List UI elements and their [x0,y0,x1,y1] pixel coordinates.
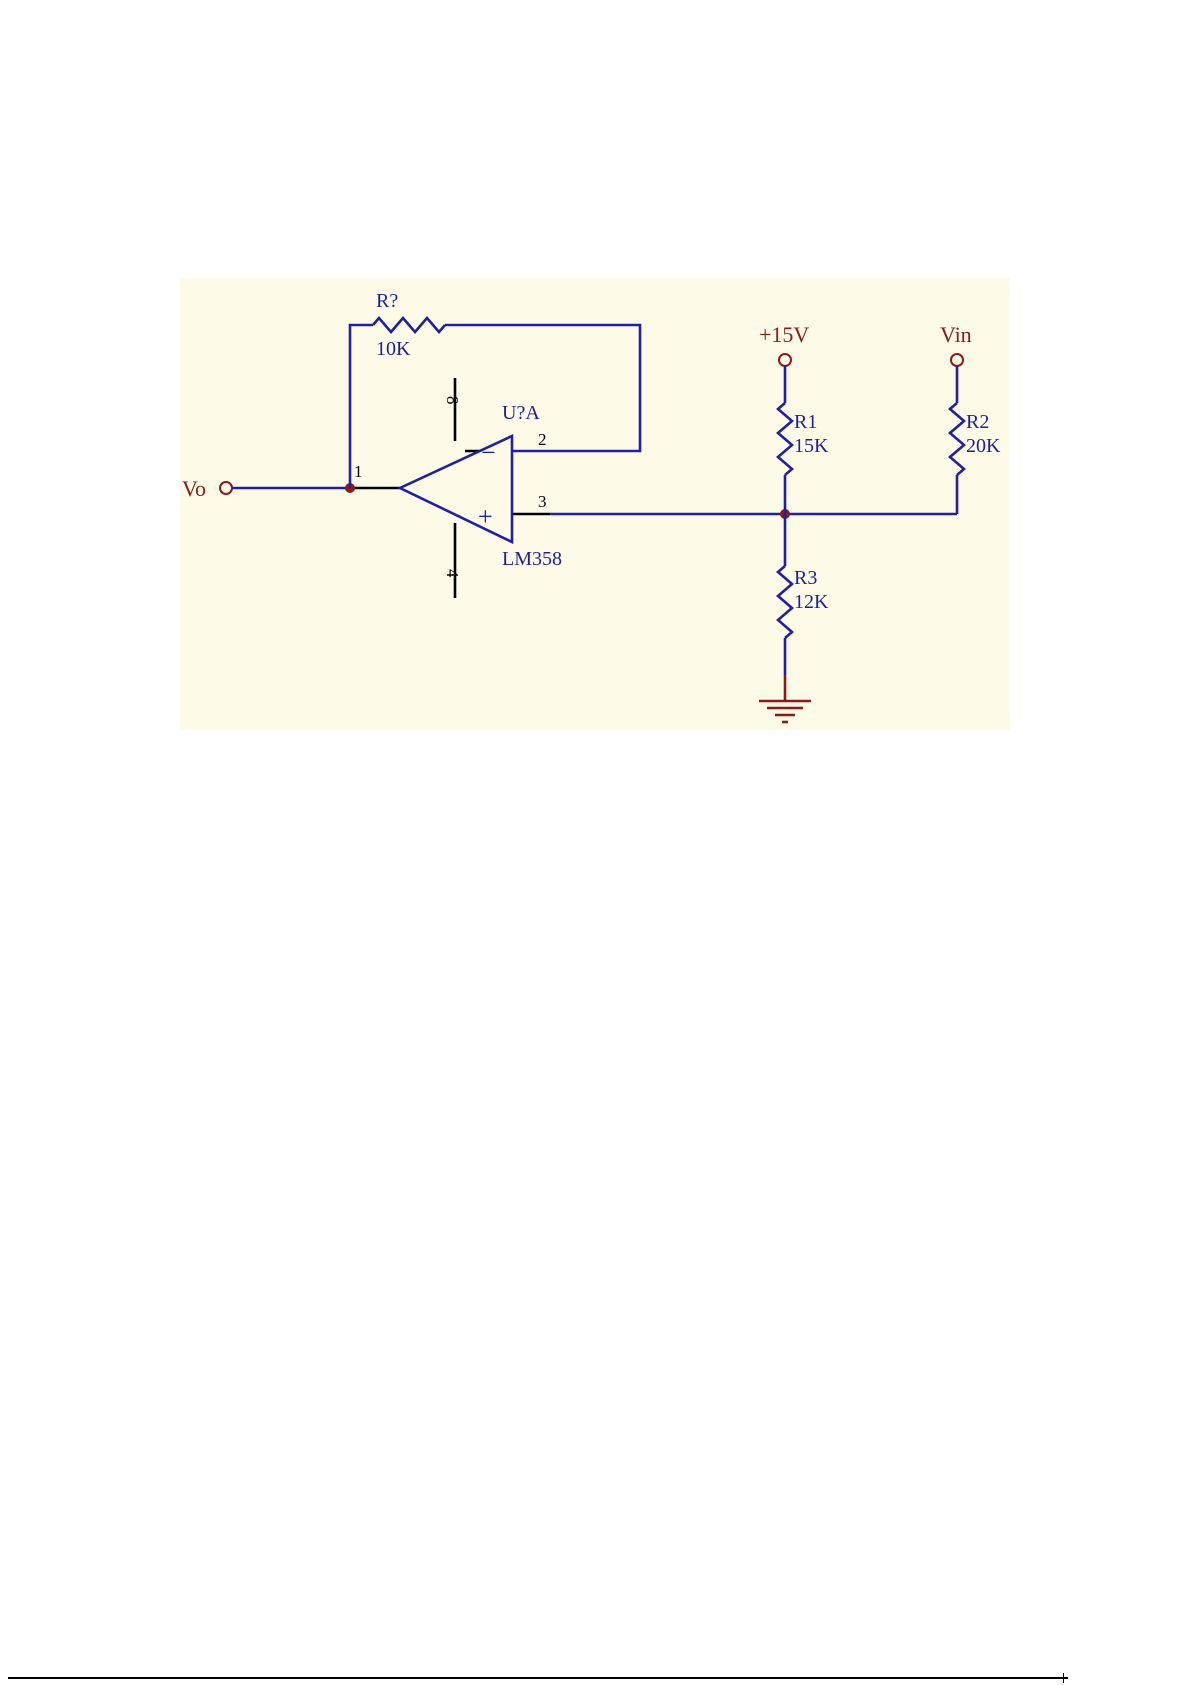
pin-4-label: 4 [443,569,462,578]
page-footer-tick [1063,1673,1064,1683]
feedback-resistor-value: 10K [376,338,411,360]
r3-designator: R3 [794,567,817,589]
noninverting-symbol: + [478,502,493,531]
feedback-resistor-designator: R? [376,290,398,312]
vcc-terminal-icon [779,354,791,366]
vin-terminal-icon [951,354,963,366]
schematic-background [180,278,1010,730]
page-footer-rule [8,1677,1068,1679]
r2-value: 20K [966,435,1001,457]
r3-value: 12K [794,591,829,613]
vin-label: Vin [940,322,972,347]
r1-designator: R1 [794,411,817,433]
pin-3-label: 3 [538,492,547,511]
vo-terminal-icon [220,482,232,494]
op-amp-schematic: Vo 1 R? 10K − + U?A LM358 2 3 8 4 +15V R… [180,278,1010,730]
r1-value: 15K [794,435,829,457]
vo-label: Vo [182,476,206,501]
pin-2-label: 2 [538,430,547,449]
r2-designator: R2 [966,411,989,433]
vcc-label: +15V [759,322,809,347]
opamp-designator: U?A [502,402,540,424]
pin-8-label: 8 [443,396,462,405]
inverting-symbol: − [481,438,496,467]
opamp-part: LM358 [502,548,562,570]
pin-1-label: 1 [354,462,363,481]
